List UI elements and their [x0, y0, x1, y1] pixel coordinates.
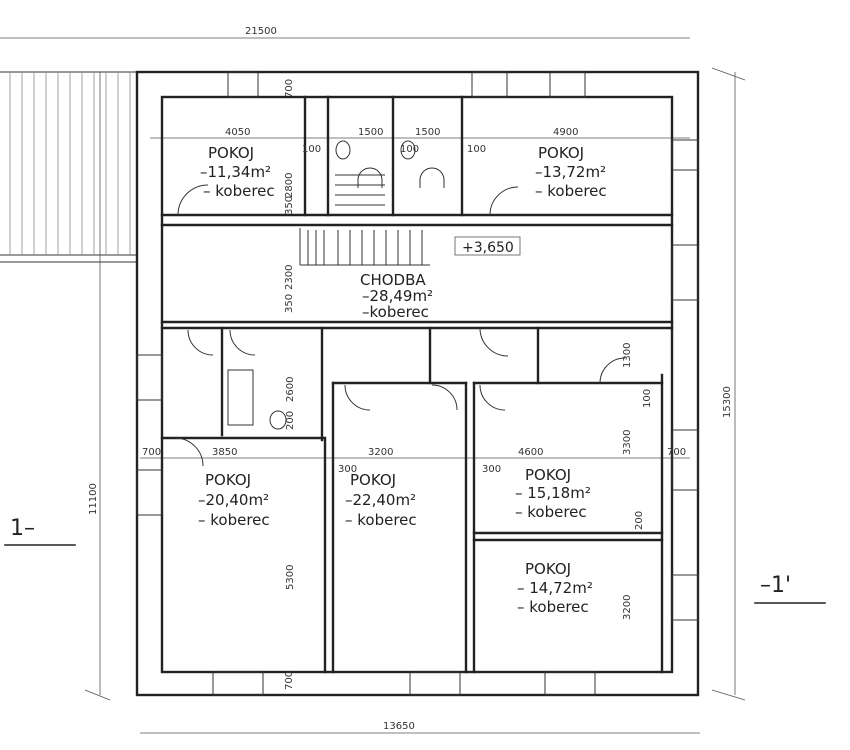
room-corridor: CHODBA –28,49m² –koberec: [360, 271, 433, 321]
room-name: CHODBA: [360, 271, 426, 289]
room-top-left: POKOJ –11,34m² – koberec: [200, 144, 275, 200]
section-marker-right: –1': [754, 573, 826, 604]
room-name: POKOJ: [205, 471, 251, 489]
room-area: –22,40m²: [345, 491, 416, 509]
room-floor: –koberec: [362, 303, 429, 321]
room-area: –28,49m²: [362, 287, 433, 305]
dimension-lines: [0, 37, 746, 734]
section-label-right: –1': [760, 573, 791, 598]
dim: 350: [284, 196, 295, 215]
room-labels: POKOJ –11,34m² – koberec POKOJ –13,72m² …: [198, 144, 607, 616]
room-area: –11,34m²: [200, 163, 271, 181]
dim: 1500: [358, 127, 383, 138]
staircase: [299, 174, 430, 266]
dim: 100: [400, 144, 419, 155]
dim: 3200: [368, 447, 393, 458]
dim-overall-right: 15300: [722, 386, 733, 418]
room-right-upper: POKOJ – 15,18m² – koberec: [515, 466, 591, 521]
room-name: POKOJ: [350, 471, 396, 489]
dimension-labels: 21500 13650 11100 15300 4050 1500 1500 4…: [88, 26, 733, 732]
dim: 3850: [212, 447, 237, 458]
dim: 700: [142, 447, 161, 458]
room-area: – 14,72m²: [517, 579, 593, 597]
room-area: – 15,18m²: [515, 484, 591, 502]
room-floor: – koberec: [517, 598, 589, 616]
dim: 4600: [518, 447, 543, 458]
level-label: +3,650: [462, 240, 514, 256]
room-right-lower: POKOJ – 14,72m² – koberec: [517, 560, 593, 616]
windows: [136, 71, 699, 696]
dim: 3200: [622, 595, 633, 620]
room-top-right: POKOJ –13,72m² – koberec: [535, 144, 607, 200]
section-marker-left: 1–: [4, 516, 76, 546]
dim: 100: [642, 389, 653, 408]
dim: 1500: [415, 127, 440, 138]
section-label-left: 1–: [10, 516, 35, 541]
dim: 3300: [622, 430, 633, 455]
interior-walls: [160, 95, 674, 674]
level-marker: +3,650: [454, 236, 521, 256]
room-name: POKOJ: [538, 144, 584, 162]
room-name: POKOJ: [525, 560, 571, 578]
dim: 700: [284, 671, 295, 690]
dim: 300: [482, 464, 501, 475]
dim: 200: [634, 511, 645, 530]
dim-overall-top: 21500: [245, 26, 277, 37]
dim: 100: [467, 144, 486, 155]
doors: [174, 140, 626, 467]
dim: 2600: [285, 377, 296, 402]
room-floor: – koberec: [198, 511, 270, 529]
dim: 2800: [284, 173, 295, 198]
hatched-terrace: [0, 71, 137, 263]
dim: 300: [338, 464, 357, 475]
dim: 5300: [285, 565, 296, 590]
dim-overall-left: 11100: [88, 483, 99, 515]
room-area: –13,72m²: [535, 163, 606, 181]
room-floor: – koberec: [345, 511, 417, 529]
room-name: POKOJ: [208, 144, 254, 162]
dim: 700: [667, 447, 686, 458]
dim: 4900: [553, 127, 578, 138]
room-area: –20,40m²: [198, 491, 269, 509]
room-name: POKOJ: [525, 466, 571, 484]
room-floor: – koberec: [535, 182, 607, 200]
dim: 100: [302, 144, 321, 155]
room-floor: – koberec: [515, 503, 587, 521]
room-floor: – koberec: [203, 182, 275, 200]
dim: 4050: [225, 127, 250, 138]
dim: 2300: [284, 265, 295, 290]
room-bottom-left: POKOJ –20,40m² – koberec: [198, 471, 270, 529]
dim: 1300: [622, 343, 633, 368]
dim: 200: [285, 411, 296, 430]
room-bottom-middle: POKOJ –22,40m² – koberec: [345, 471, 417, 529]
dim: 350: [284, 294, 295, 313]
dim-overall-bottom: 13650: [383, 721, 415, 732]
dim: 700: [284, 79, 295, 98]
